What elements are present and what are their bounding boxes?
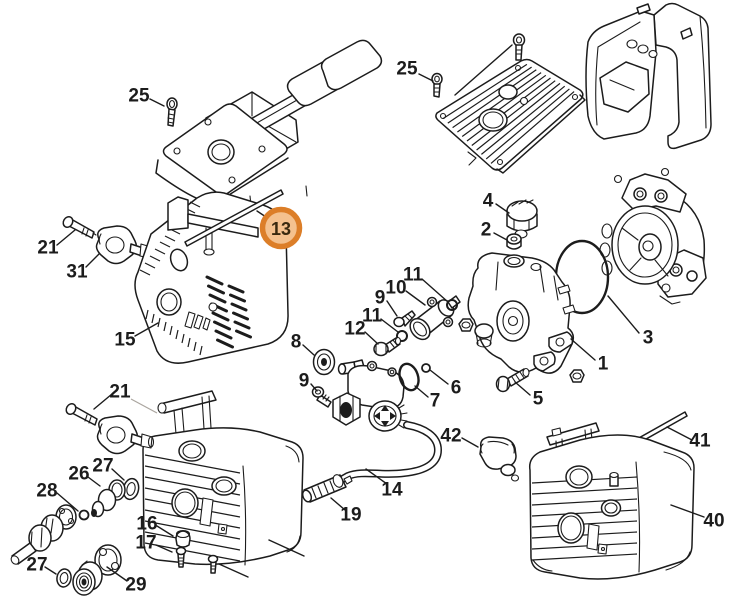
- part-callout-7[interactable]: 7: [430, 391, 441, 412]
- part-callout-15[interactable]: 15: [114, 330, 136, 351]
- part-coupling-inlet: [10, 504, 77, 565]
- highlighted-part-number: 13: [271, 219, 291, 239]
- part-pump-manifold-1: [467, 252, 576, 374]
- part-callout-42[interactable]: 42: [440, 426, 461, 447]
- part-coupling-29: [72, 544, 122, 596]
- part-hex-plug-a: [569, 369, 585, 383]
- part-callout-29[interactable]: 29: [125, 575, 146, 596]
- part-callout-21a[interactable]: 21: [37, 238, 59, 259]
- part-callout-1[interactable]: 1: [598, 354, 609, 375]
- part-knob-42: [479, 436, 520, 482]
- part-o-ring-11a: [446, 299, 458, 311]
- part-washer-8: [312, 348, 336, 376]
- part-callout-3[interactable]: 3: [643, 328, 654, 349]
- part-cover-plate: [435, 58, 586, 174]
- part-callout-27b[interactable]: 27: [26, 555, 47, 576]
- part-callout-12[interactable]: 12: [344, 319, 365, 340]
- part-bolt-21a: [62, 215, 97, 239]
- part-nut-2: [506, 233, 522, 250]
- part-callout-4[interactable]: 4: [483, 191, 494, 212]
- part-screw-17: [175, 546, 187, 568]
- part-ring-28: [78, 509, 90, 521]
- part-callout-5[interactable]: 5: [533, 389, 544, 410]
- part-o-ring-7: [398, 362, 420, 392]
- part-callout-9b[interactable]: 9: [299, 371, 310, 392]
- part-housing-bottom: [142, 390, 304, 566]
- part-hose-14: [330, 421, 443, 488]
- part-fitting-19: [301, 474, 353, 503]
- part-washer-27a: [122, 477, 140, 501]
- leader-lines: [44, 44, 705, 582]
- part-callout-25a[interactable]: 25: [128, 86, 150, 107]
- part-bolt-21b: [65, 402, 98, 426]
- part-cap-4: [506, 199, 538, 239]
- part-callout-41[interactable]: 41: [689, 431, 711, 452]
- part-callout-25b[interactable]: 25: [396, 59, 418, 80]
- part-cap-16: [175, 529, 191, 548]
- part-housing-40: [528, 422, 695, 580]
- part-screw-9a: [393, 310, 416, 328]
- part-screw-25c: [512, 33, 526, 61]
- part-callout-8[interactable]: 8: [291, 332, 302, 353]
- part-callout-11b[interactable]: 11: [362, 306, 383, 327]
- part-screw-25a: [166, 97, 178, 127]
- part-callout-11a[interactable]: 11: [403, 265, 424, 286]
- highlight-ring[interactable]: [259, 206, 303, 250]
- part-callout-10[interactable]: 10: [385, 278, 406, 299]
- part-callout-40[interactable]: 40: [703, 511, 724, 532]
- part-ring-6: [421, 363, 431, 373]
- part-callout-2[interactable]: 2: [481, 220, 492, 241]
- part-callout-21b[interactable]: 21: [109, 382, 131, 403]
- part-hex-plug-b: [458, 318, 474, 332]
- part-pump-housing: [599, 167, 707, 305]
- part-shroud-15: [134, 191, 289, 364]
- part-bolt-5: [495, 367, 530, 393]
- part-washer-27b: [56, 568, 72, 588]
- part-valve-assembly: [332, 359, 408, 432]
- part-callout-19[interactable]: 19: [340, 505, 361, 526]
- part-callout-27a[interactable]: 27: [92, 456, 113, 477]
- part-wrap-cover: [585, 2, 712, 150]
- part-fitting-10: [409, 295, 461, 341]
- part-callout-17[interactable]: 17: [135, 533, 156, 554]
- part-rod-13: [184, 189, 284, 247]
- leader-faint: [130, 398, 158, 414]
- part-callout-14[interactable]: 14: [381, 480, 403, 501]
- part-callout-16[interactable]: 16: [136, 514, 157, 535]
- part-o-ring-11b: [396, 330, 408, 342]
- part-bolt-12: [373, 336, 402, 357]
- part-screw-extra: [207, 554, 219, 574]
- part-coupling-26: [91, 479, 126, 518]
- highlighted-callout-13[interactable]: 13: [259, 206, 303, 250]
- part-callout-6[interactable]: 6: [451, 378, 462, 399]
- part-screw-25b: [431, 72, 443, 98]
- part-handle-assembly: [155, 39, 383, 207]
- part-callout-9a[interactable]: 9: [375, 288, 386, 309]
- part-callout-28[interactable]: 28: [36, 481, 57, 502]
- part-callout-31[interactable]: 31: [66, 262, 88, 283]
- part-callout-26[interactable]: 26: [68, 464, 89, 485]
